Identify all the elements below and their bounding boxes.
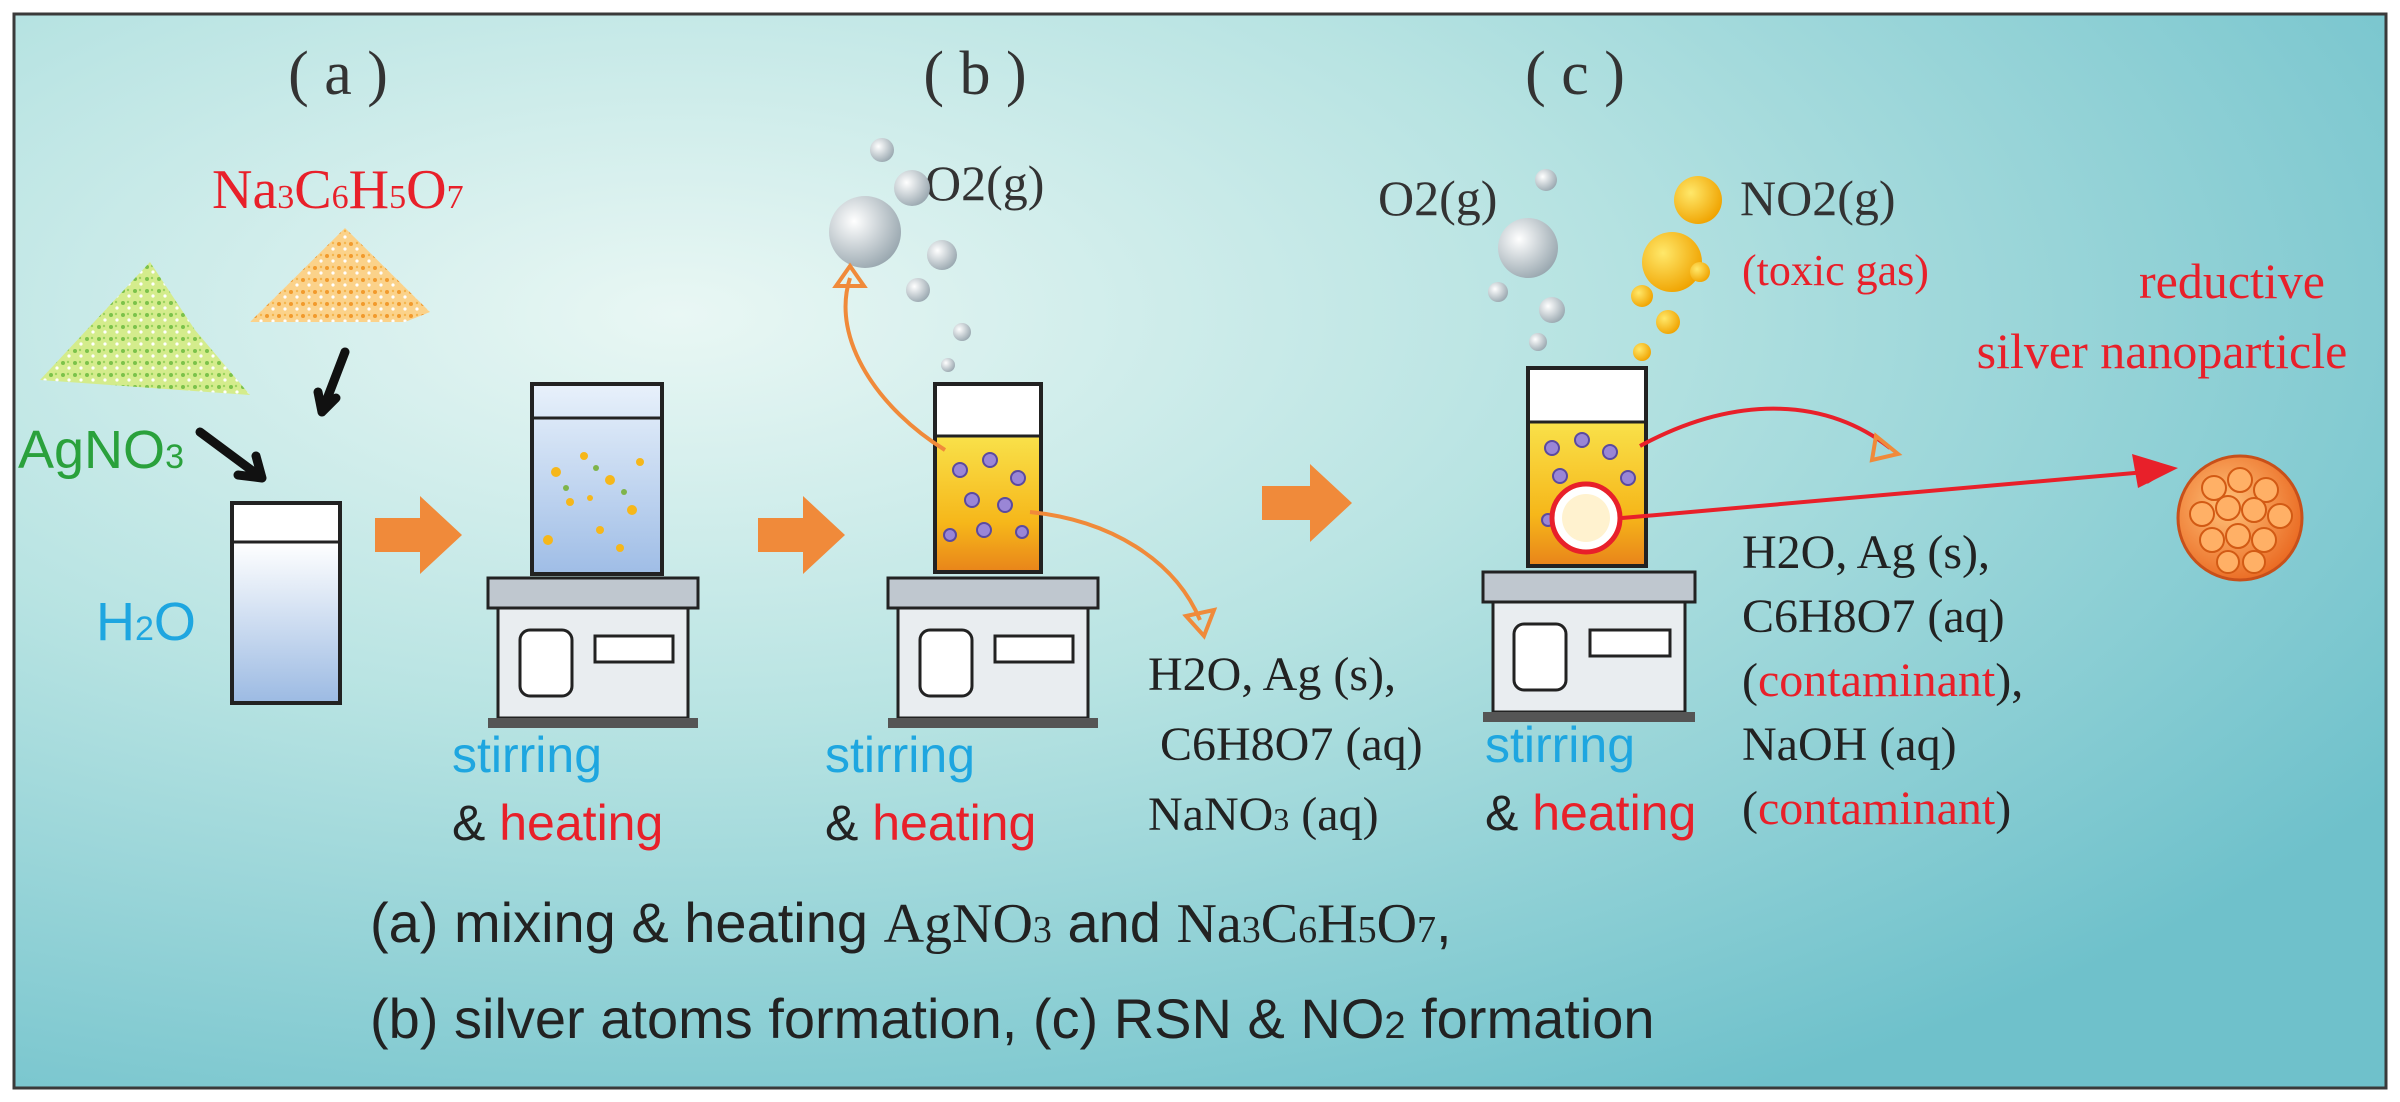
citrate-powder-pile: [250, 228, 430, 322]
product-arrow-b: [1029, 510, 1202, 621]
panel-label-b: ( b ): [923, 40, 1026, 108]
product-arrow-c: [1639, 406, 1892, 450]
step-arrow-2: [758, 496, 845, 574]
o2-label-c: O2(g): [1378, 170, 1497, 226]
stirring-label-3: stirring: [1485, 717, 1635, 773]
o2-release-arrow-b: [843, 277, 947, 452]
products-c-line1: H2O, Ag (s),: [1742, 526, 1990, 579]
hotplate-stirrer-3: [1481, 366, 1697, 722]
panel-label-c: ( c ): [1525, 40, 1625, 108]
caption-line-1: (a) mixing & heating AgNO3 and Na3C6H5O7…: [370, 891, 1452, 955]
agno3-pour-arrow: [195, 427, 267, 483]
dissolved-particles-1: [543, 452, 644, 552]
heating-label-1: & heating: [452, 795, 663, 851]
stirring-label-1: stirring: [452, 727, 602, 783]
silver-nanoparticle-sphere: [2176, 454, 2304, 582]
toxic-gas-label: (toxic gas): [1742, 246, 1929, 295]
nanoparticle-label-2: silver nanoparticle: [1977, 323, 2348, 379]
products-c-line2: C6H8O7 (aq): [1742, 590, 2005, 643]
products-b-line2: C6H8O7 (aq): [1160, 718, 1423, 771]
step-arrow-3: [1262, 464, 1352, 542]
citrate-label: Na3C6H5O7: [212, 159, 464, 221]
water-label: H2O: [96, 592, 196, 652]
products-c-line5: (contaminant): [1742, 782, 2011, 835]
hotplate-stirrer-1: [486, 382, 700, 728]
water-liquid: [234, 542, 338, 701]
citrate-pour-arrow: [313, 347, 350, 417]
heating-label-3: & heating: [1485, 785, 1696, 841]
o2-bubbles-b: [829, 138, 971, 407]
silver-atoms-c: [1541, 432, 1636, 527]
panel-label-a: ( a ): [288, 40, 388, 108]
silver-atoms-b: [943, 452, 1029, 542]
caption-line-2: (b) silver atoms formation, (c) RSN & NO…: [370, 987, 1655, 1050]
products-b-line3: NaNO3 (aq): [1148, 788, 1379, 841]
stirring-label-2: stirring: [825, 727, 975, 783]
nanoparticle-label-1: reductive: [2139, 253, 2325, 309]
heating-label-2: & heating: [825, 795, 1036, 851]
step-arrow-1: [375, 496, 462, 574]
products-c-line3: (contaminant),: [1742, 654, 2023, 707]
products-b-line1: H2O, Ag (s),: [1148, 648, 1396, 701]
products-c-line4: NaOH (aq): [1742, 718, 1957, 771]
agno3-label: AgNO3: [18, 420, 184, 480]
hotplate-stirrer-2: [886, 382, 1100, 728]
agno3-powder-pile: [40, 262, 250, 395]
no2-label: NO2(g): [1740, 170, 1896, 226]
nanoparticle-arrow: [1621, 459, 2171, 520]
o2-label-b: O2(g): [925, 155, 1044, 211]
